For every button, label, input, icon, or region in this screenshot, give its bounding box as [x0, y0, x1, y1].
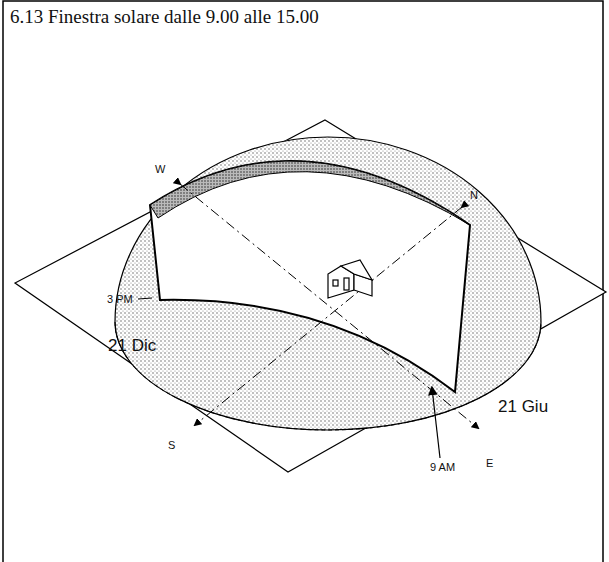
- compass-label: W: [155, 164, 165, 175]
- compass-label: E: [486, 458, 493, 469]
- date-label: 21 Dic: [108, 337, 156, 354]
- compass-label: S: [168, 440, 175, 451]
- compass-label: N: [470, 190, 478, 201]
- figure-title: 6.13 Finestra solare dalle 9.00 alle 15.…: [10, 6, 319, 28]
- date-label: 21 Giu: [498, 398, 548, 415]
- time-label: 3 PM: [107, 294, 133, 305]
- time-label: 9 AM: [430, 462, 455, 473]
